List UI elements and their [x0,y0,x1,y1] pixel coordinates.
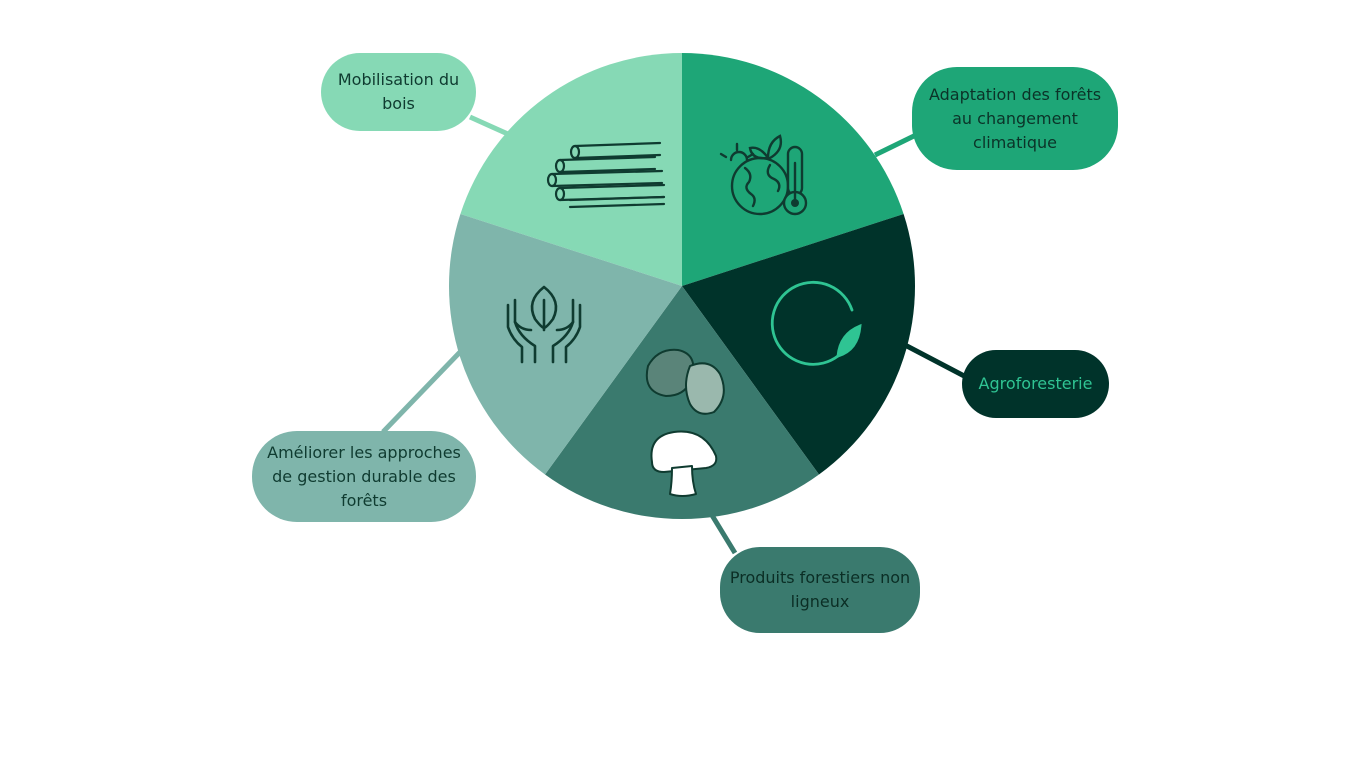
connector-pfnl [707,510,738,555]
connector-agro [903,342,970,381]
label-ameliorer: Améliorer les approches de gestion durab… [252,431,476,522]
segment-ameliorer [448,214,682,475]
label-mobilisation: Mobilisation du bois [321,53,476,131]
segment-mobilisation [460,53,682,286]
mushroom-truffle-icon [645,348,725,497]
label-agroforesterie-text: Agroforesterie [978,374,1093,393]
label-adaptation: Adaptation des forêts au changement clim… [912,67,1118,170]
segment-pfnl [545,286,819,520]
label-mobilisation-text: Mobilisation du bois [337,70,460,113]
label-agroforesterie: Agroforesterie [962,350,1109,418]
hands-leaf-icon [506,285,582,364]
label-pfnl: Produits forestiers non ligneux [720,547,920,633]
connector-amel [381,348,464,434]
label-pfnl-text: Produits forestiers non ligneux [729,568,911,611]
connector-mob [468,114,512,138]
log-pile-icon [546,141,666,209]
earth-thermometer-icon [719,134,808,216]
label-adaptation-text: Adaptation des forêts au changement clim… [928,84,1102,152]
label-ameliorer-text: Améliorer les approches de gestion durab… [267,442,461,510]
segment-agroforesterie [682,214,916,475]
circle-leaf-icon [770,280,862,366]
connector-adapt [873,131,920,158]
